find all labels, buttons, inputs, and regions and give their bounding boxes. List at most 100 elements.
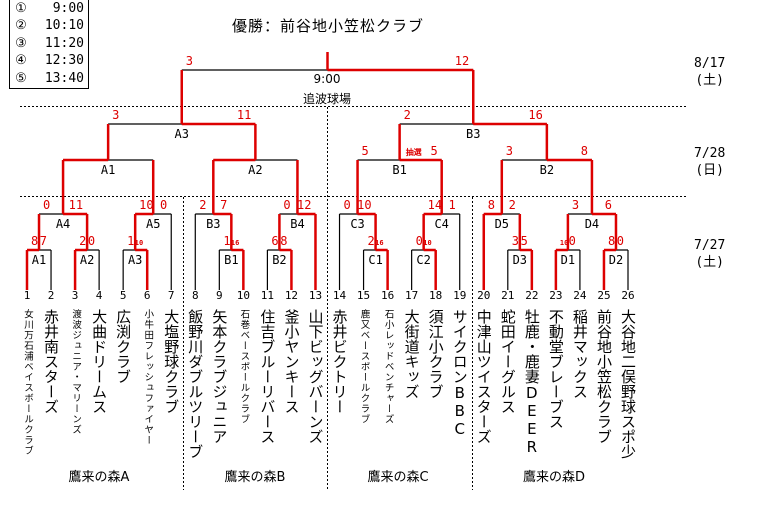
score-right: 8 xyxy=(581,144,588,158)
slot-number: ③ xyxy=(15,35,27,51)
match-label: D1 xyxy=(561,253,575,267)
date-final: 8/17(土) xyxy=(694,55,725,89)
match-label: D5 xyxy=(495,217,509,231)
match-label: B2 xyxy=(272,253,286,267)
match-label: A4 xyxy=(56,217,70,231)
score-left: 10 xyxy=(560,239,568,247)
team-number: 18 xyxy=(429,289,443,302)
match-label: D2 xyxy=(609,253,623,267)
score-right: 1 xyxy=(448,198,455,212)
score-right: 16 xyxy=(231,239,239,247)
score-left: 5 xyxy=(362,144,369,158)
score-left: 14 xyxy=(428,198,442,212)
match-label: B4 xyxy=(290,217,304,231)
team-number: 25 xyxy=(597,289,611,302)
team-number: 26 xyxy=(621,289,635,302)
match-label: D3 xyxy=(513,253,527,267)
team-number: 16 xyxy=(380,289,395,302)
team-number: 21 xyxy=(501,289,515,302)
score-right: 16 xyxy=(375,239,383,247)
score-right: 16 xyxy=(528,108,542,122)
match-label: B1 xyxy=(392,163,406,177)
team-name: 釜小ヤンキース xyxy=(282,309,301,414)
team-number: 14 xyxy=(332,289,347,302)
score-right: 5 xyxy=(521,234,528,248)
score-left: 8 xyxy=(608,234,615,248)
day-text: (日) xyxy=(695,163,724,178)
match-label: B2 xyxy=(540,163,554,177)
score-left: 0 xyxy=(43,198,50,212)
team-name: 小牛田フレッシュファイヤー xyxy=(142,309,154,446)
match-label: A3 xyxy=(128,253,142,267)
date-round2: 7/28(日) xyxy=(694,145,725,179)
score-right: 5 xyxy=(430,144,437,158)
score-right: 10 xyxy=(423,239,431,247)
score-right: 8 xyxy=(280,234,287,248)
final-time: 9:00 xyxy=(313,72,341,86)
team-name: 飯野川ダブルツリーブ xyxy=(186,309,205,459)
score-left: 6 xyxy=(271,234,278,248)
score-left: 0 xyxy=(344,198,351,212)
score-left: 1 xyxy=(223,234,230,248)
slot-time: 9:00 xyxy=(52,1,84,16)
team-number: 19 xyxy=(453,289,467,302)
match-label: C2 xyxy=(416,253,430,267)
team-number: 15 xyxy=(356,289,371,302)
legend-row: ② 10:10 xyxy=(10,17,88,34)
score-left: 2 xyxy=(199,198,206,212)
team-number: 23 xyxy=(549,289,563,302)
team-number: 8 xyxy=(191,289,199,302)
team-number: 1 xyxy=(23,289,31,302)
score-right: 11 xyxy=(69,198,83,212)
team-number: 20 xyxy=(477,289,491,302)
score-left: 0 xyxy=(283,198,290,212)
group-c-label: 鷹来の森C xyxy=(367,470,429,485)
lottery-note: 抽選 xyxy=(406,147,422,157)
match-label: A2 xyxy=(80,253,94,267)
team-number: 4 xyxy=(95,289,103,302)
team-name: 渡波ジュニア・マリーンズ xyxy=(70,309,82,435)
team-number: 10 xyxy=(236,289,250,302)
team-number: 2 xyxy=(47,289,55,302)
slot-number: ① xyxy=(15,1,27,16)
score-left: 2 xyxy=(79,234,86,248)
slot-time: 10:10 xyxy=(44,18,84,34)
day-text: (土) xyxy=(695,255,724,270)
score-right: 7 xyxy=(40,234,47,248)
match-label: A3 xyxy=(175,127,189,141)
score-left: 8 xyxy=(488,198,495,212)
team-name: 須江小クラブ xyxy=(426,309,445,399)
match-label: A1 xyxy=(32,253,46,267)
score-left: 3 xyxy=(506,144,513,158)
team-name: 大谷地二俣野球スポ少 xyxy=(619,309,637,459)
team-name: サイクロンBBC xyxy=(450,309,469,438)
match-label: C1 xyxy=(368,253,382,267)
score-right: 0 xyxy=(160,198,167,212)
match-label: B3 xyxy=(466,127,480,141)
score-left: 2 xyxy=(404,108,411,122)
team-name: 大塩野球クラブ xyxy=(162,309,181,414)
score-left: 3 xyxy=(112,108,119,122)
match-label: A1 xyxy=(101,163,115,177)
slot-number: ⑤ xyxy=(15,70,27,86)
score-right: 12 xyxy=(297,198,311,212)
score-right: 10 xyxy=(135,239,143,247)
score-left: 0 xyxy=(416,234,423,248)
team-name: 蛇田イーグルス xyxy=(498,309,517,414)
score-left: 1 xyxy=(127,234,134,248)
group-a-label: 鷹来の森A xyxy=(68,470,130,485)
match-label: A2 xyxy=(248,163,262,177)
team-number: 24 xyxy=(573,289,587,302)
score-right: 7 xyxy=(220,198,227,212)
slot-number: ② xyxy=(15,18,27,34)
team-name: 住吉ブルーリバース xyxy=(258,309,277,444)
team-name: 中津山ツイスターズ xyxy=(474,309,493,444)
match-label: D4 xyxy=(585,217,599,231)
team-name: 石巻ベースボールクラブ xyxy=(238,309,250,425)
score-left: 3 xyxy=(186,54,193,68)
score-left: 10 xyxy=(139,198,153,212)
team-number: 11 xyxy=(260,289,275,302)
match-label: A5 xyxy=(146,217,160,231)
